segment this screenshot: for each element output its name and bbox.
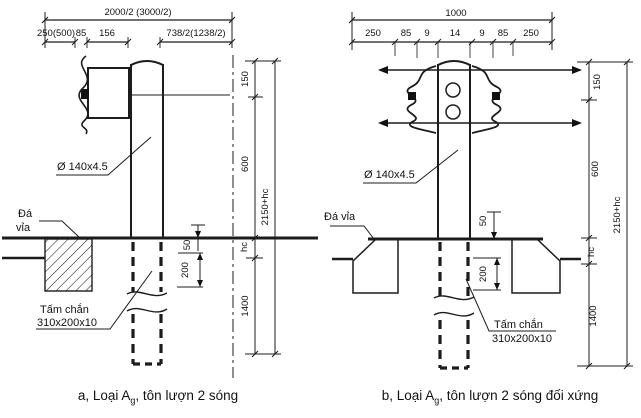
caption-a-suffix: , tôn lượn 2 sóng [135,388,239,403]
curb-leader-a [39,220,81,239]
plate-label-line1-b: Tấm chắn [494,318,543,331]
dim-label-total-a: 2000/2 (3000/2) [104,7,171,18]
dim-label-150-a: 150 [240,71,251,87]
dim-label-200-a: 200 [180,262,191,278]
curb-label-line2-a: vỉa [16,222,31,234]
dim-label-1400-a: 1400 [240,295,251,316]
dim-label-b-seg5: 9 [479,28,484,39]
bolt-hole-bottom [445,104,461,120]
bolt-square-a [81,89,89,99]
buried-post-b [438,242,470,370]
caption-a: a, Loại Ag, tôn lượn 2 sóng [38,388,278,406]
dim-50-a: 50 [182,224,205,251]
dim-label-b-seg7: 250 [523,28,539,39]
dim-stack-b: 150 600 hc 1400 2150+hc [577,58,633,370]
caption-b-prefix: b, Loại A [381,388,435,403]
buried-post-a [131,242,163,366]
post-break-squiggle-a [126,291,168,313]
w-beam-left [406,65,437,134]
curb-block-left-b [352,239,399,294]
dim-row2-a: 250(500) 85 156 738/2(1238/2) [37,28,236,48]
plate-leader-b [465,278,556,332]
dim-row2-b: 250 85 9 14 9 85 250 [348,28,556,58]
caption-b-suffix: , tôn lượn 2 sóng đối xứng [439,388,599,403]
dim-50-b: 50 [478,211,501,239]
post-spec-leader-a [56,136,152,176]
plate-label-line1-a: Tấm chắn [40,303,89,316]
dim-label-1400-b: 1400 [588,305,599,326]
diagram-b: 1000 250 85 9 14 9 85 250 [324,8,633,370]
dim-label-seg2-a: 85 [76,28,87,39]
post-a [130,60,164,238]
caption-a-prefix: a, Loại A [77,388,131,403]
dim-label-50-a: 50 [182,240,193,251]
dim-label-hc-a: hc [239,242,250,252]
dim-label-overall-a: 2150+hc [260,188,271,225]
caption-a-subscript: g [130,395,136,406]
dim-label-b-seg3: 9 [424,28,429,39]
dim-label-hc-b: hc [586,247,597,257]
caption-b-subscript: g [434,395,440,406]
rail-symmetric-b [378,65,582,134]
curb-label-b: Đá vỉa [324,211,356,223]
bolt-square-right-b [492,92,500,100]
dim-span-total-b: 1000 [348,8,556,50]
dim-200-a: 200 [177,252,203,288]
w-beam-right [471,65,502,134]
plate-leader-a [36,270,153,330]
caption-b: b, Loại Ag, tôn lượn 2 sóng đối xứng [350,388,630,406]
dim-label-200-b: 200 [478,266,489,282]
dim-label-150-b: 150 [592,74,603,90]
post-b [437,60,471,239]
dim-label-total-b: 1000 [445,8,466,19]
bolt-hole-top [445,82,461,98]
post-break-squiggle-b [433,295,475,317]
plate-label-line2-a: 310x200x10 [37,317,97,329]
curb-label-line1-a: Đá [18,208,33,220]
dim-label-600-a: 600 [240,156,251,172]
curb-block-right-b [511,239,561,294]
dim-label-b-seg6: 85 [498,28,509,39]
dim-label-b-seg4: 14 [450,28,461,39]
post-spec-label-a: Ø 140x4.5 [57,161,108,173]
dim-label-600-b: 600 [590,161,601,177]
dim-label-seg3-a: 156 [99,28,115,39]
dim-label-overall-b: 2150+hc [612,196,623,233]
diagram-a: 2000/2 (3000/2) 250(500) 85 156 738/2(12… [2,7,318,378]
plate-label-line2-b: 310x200x10 [492,333,552,345]
bolt-square-left-b [408,92,416,100]
dim-label-seg1-a: 250(500) [37,28,75,39]
dim-200-b: 200 [473,257,501,291]
dim-label-b-seg2: 85 [401,28,412,39]
curb-leader-b [330,225,375,240]
dim-label-b-seg1: 250 [365,28,381,39]
curb-hatched-block [44,238,93,292]
rail-break-squiggle-a [78,55,89,135]
rail-block-a [81,67,132,119]
dim-label-50-b: 50 [478,216,489,227]
post-spec-leader-b [363,149,459,184]
dim-stack-a: 150 600 hc 1400 2150+hc [239,57,281,358]
post-spec-label-b: Ø 140x4.5 [364,169,415,181]
dim-label-seg4-a: 738/2(1238/2) [166,28,225,39]
